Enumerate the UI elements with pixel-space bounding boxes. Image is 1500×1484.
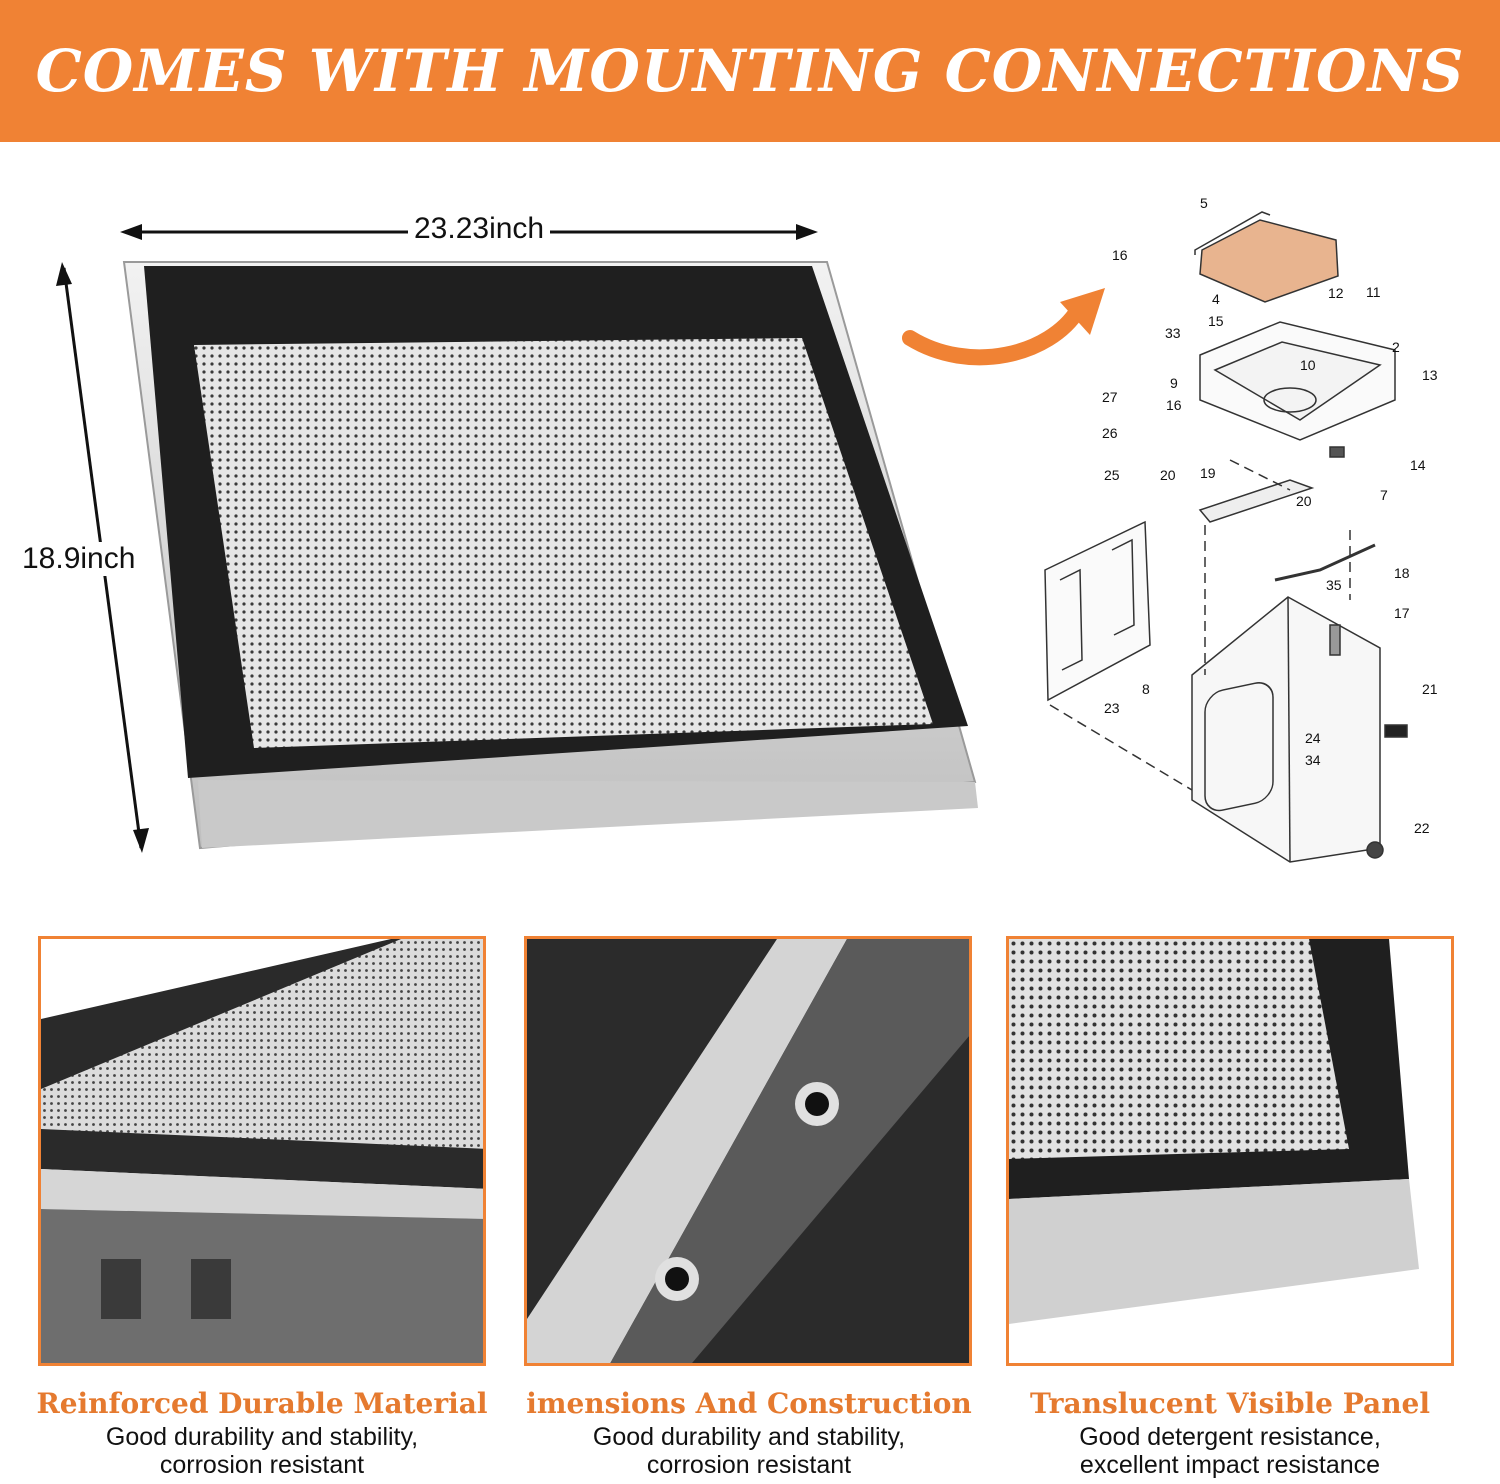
feature-desc-line1: Good detergent resistance, <box>1079 1423 1381 1451</box>
part-number: 15 <box>1208 313 1224 329</box>
feature-desc-line1: Good durability and stability, <box>105 1423 419 1451</box>
part-number: 34 <box>1305 752 1321 768</box>
part-number: 8 <box>1142 681 1150 697</box>
header-banner: COMES WITH MOUNTING CONNECTIONS <box>0 0 1500 142</box>
exploded-parts-diagram: 5 16 4 12 11 15 33 2 13 10 9 27 16 26 14… <box>1044 195 1438 863</box>
feature-title: imensions And Construction <box>526 1387 972 1420</box>
feature-caption-material: Reinforced Durable Material Good durabil… <box>22 1386 502 1478</box>
part-number: 12 <box>1328 285 1344 301</box>
part-number: 9 <box>1170 375 1178 391</box>
part-number: 10 <box>1300 357 1316 373</box>
part-number: 14 <box>1410 457 1426 473</box>
part-number: 2 <box>1392 339 1400 355</box>
feature-desc-line2: excellent impact resistance <box>1079 1451 1381 1479</box>
part-number: 35 <box>1326 577 1342 593</box>
part-number: 16 <box>1166 397 1182 413</box>
part-number: 18 <box>1394 565 1410 581</box>
feature-title: Translucent Visible Panel <box>1029 1387 1430 1420</box>
part-number: 24 <box>1305 730 1321 746</box>
feature-caption-panel: Translucent Visible Panel Good detergent… <box>990 1386 1470 1478</box>
feature-desc-line2: corrosion resistant <box>646 1451 852 1479</box>
part-number: 13 <box>1422 367 1438 383</box>
part-number: 22 <box>1414 820 1430 836</box>
part-number: 4 <box>1212 291 1220 307</box>
feature-desc-line1: Good durability and stability, <box>592 1423 906 1451</box>
feature-desc-line2: corrosion resistant <box>159 1451 365 1479</box>
part-number: 5 <box>1200 195 1208 211</box>
part-number: 33 <box>1165 325 1181 341</box>
feature-title: Reinforced Durable Material <box>36 1387 488 1420</box>
part-number: 17 <box>1394 605 1410 621</box>
part-number: 26 <box>1102 425 1118 441</box>
part-number: 20 <box>1160 467 1176 483</box>
part-number: 16 <box>1112 247 1128 263</box>
part-number: 25 <box>1104 467 1120 483</box>
curved-arrow-icon <box>902 288 1105 366</box>
width-dimension-label: 23.23inch <box>408 212 551 246</box>
part-number: 19 <box>1200 465 1216 481</box>
part-number: 27 <box>1102 389 1118 405</box>
feature-photo-panel <box>1006 936 1454 1366</box>
part-number: 7 <box>1380 487 1388 503</box>
washer-lid-product <box>122 261 978 850</box>
part-number: 23 <box>1104 700 1120 716</box>
feature-photo-construction <box>524 936 972 1366</box>
part-number: 11 <box>1366 284 1381 300</box>
feature-photo-material <box>38 936 486 1366</box>
feature-caption-construction: imensions And Construction Good durabili… <box>509 1386 989 1478</box>
banner-title: COMES WITH MOUNTING CONNECTIONS <box>35 37 1465 105</box>
product-hero-image <box>56 224 978 853</box>
height-dimension-label: 18.9inch <box>16 542 142 576</box>
part-number: 20 <box>1296 493 1312 509</box>
part-number: 21 <box>1422 681 1438 697</box>
